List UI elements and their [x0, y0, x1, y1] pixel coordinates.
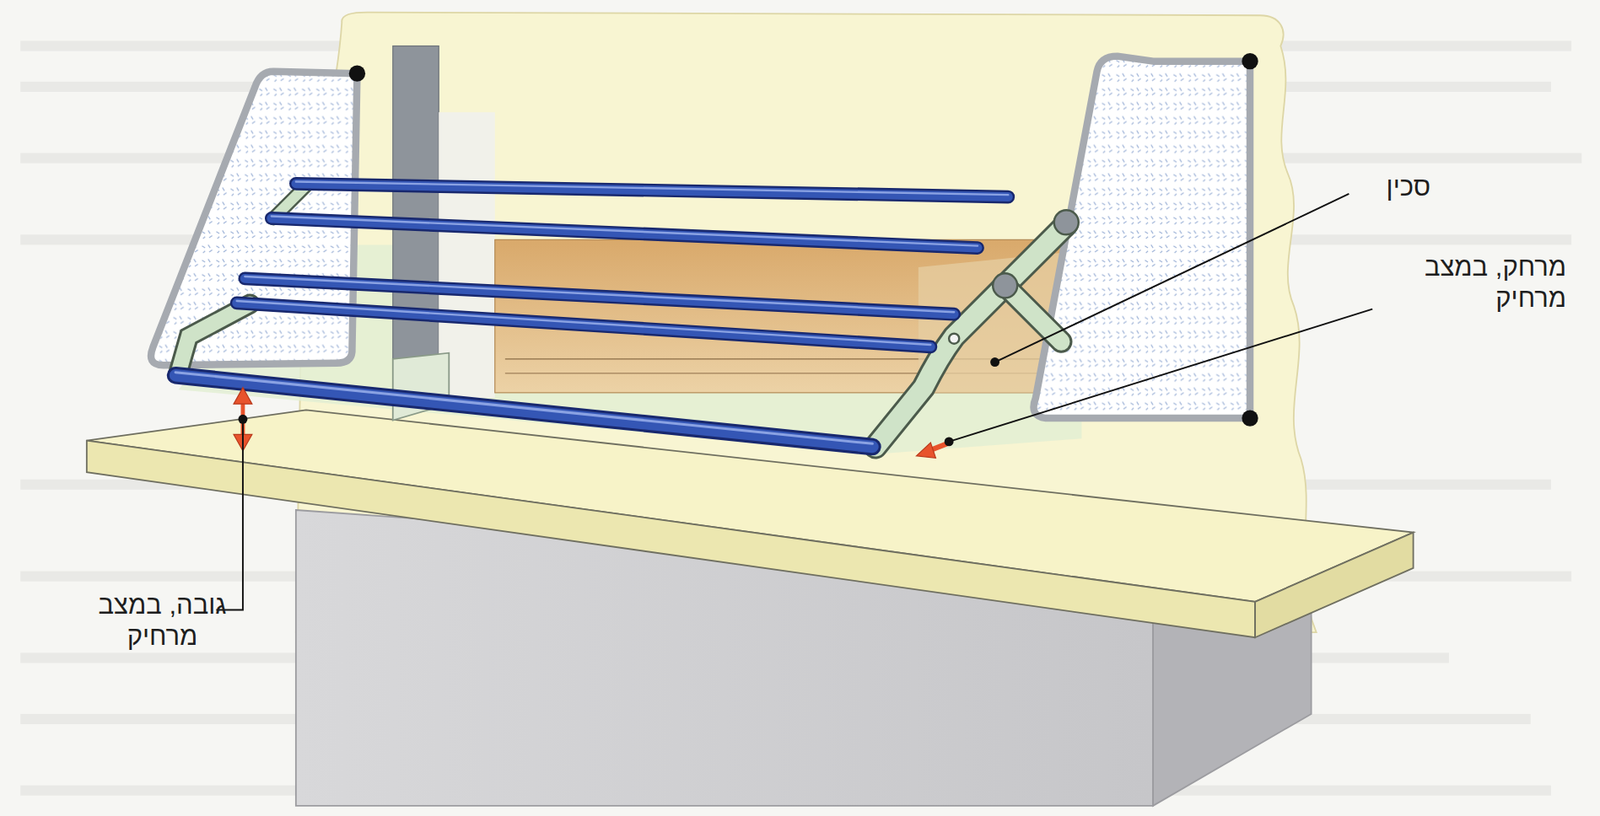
pivot	[948, 334, 959, 345]
part-label: מרחק, במצב מרחיק	[1411, 251, 1567, 314]
frame-pin	[1241, 53, 1258, 70]
leader-dot	[990, 357, 1000, 367]
counter-side	[1255, 533, 1414, 639]
frame-pin	[349, 65, 366, 82]
green-arms	[178, 185, 1067, 448]
pivot	[1054, 210, 1079, 235]
part-label: סכין	[1386, 171, 1431, 203]
leader-dot	[944, 436, 954, 447]
blue-rods	[175, 181, 1008, 448]
motion-arrows	[233, 387, 948, 458]
part-label: גובה, במצב מרחיק	[90, 589, 235, 652]
leader-dot	[237, 414, 248, 425]
frame-pin	[1241, 409, 1258, 426]
counter-front	[86, 441, 1256, 638]
leader-lines	[215, 193, 1373, 611]
pivot	[992, 273, 1018, 298]
